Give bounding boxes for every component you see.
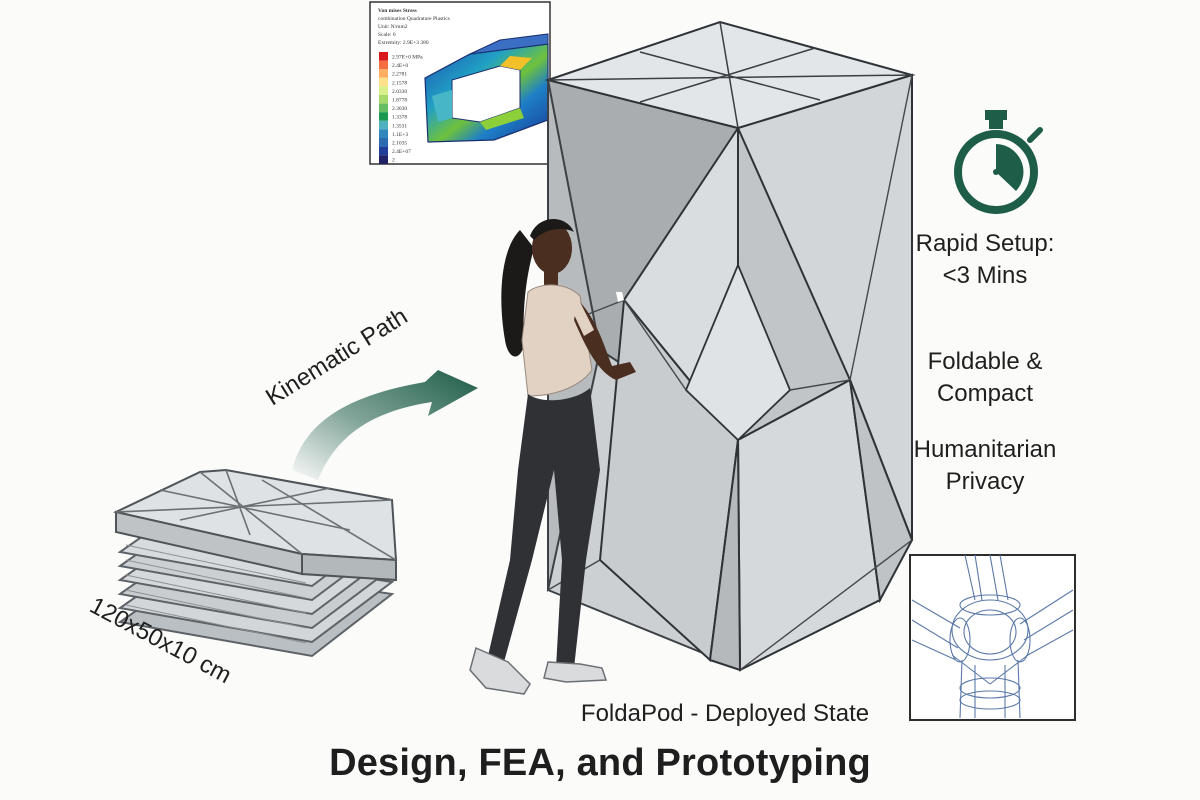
fea-header-line: 1.3531 — [392, 123, 407, 129]
fea-legend-swatch — [379, 155, 388, 164]
fea-header-line: 2.1578 — [392, 80, 407, 86]
foldable-line-1: Foldable & — [927, 348, 1043, 375]
fea-header-line: 1.8778 — [392, 98, 407, 104]
stopwatch-icon — [954, 110, 1043, 214]
humanitarian-line-1: Humanitarian — [913, 436, 1057, 463]
page-title: Design, FEA, and Prototyping — [329, 742, 871, 784]
fea-legend-swatch — [379, 120, 388, 130]
curved-arrow-icon — [292, 370, 478, 480]
fea-legend-swatch — [379, 138, 388, 147]
fea-header-line: Unit: N/mm2 — [378, 24, 408, 30]
rapid-setup-line-2: <3 Mins — [942, 262, 1028, 289]
fea-legend-swatch — [379, 77, 388, 87]
joint-wireframe-figure — [909, 554, 1076, 721]
fea-header-line: 2.4E+07 — [392, 149, 411, 155]
person-figure — [469, 218, 636, 695]
fea-legend-swatch — [379, 95, 388, 104]
fea-header-line: 1.3378 — [392, 115, 407, 121]
fea-legend-swatch — [379, 52, 388, 61]
fea-legend-swatch — [379, 86, 388, 95]
fea-header-line: combination Quadrature Plastics — [378, 16, 450, 22]
fea-header-line: 2.0330 — [392, 89, 407, 95]
foldable-callout: Foldable & Compact — [900, 346, 1070, 410]
deployed-state-caption: FoldaPod - Deployed State — [580, 700, 870, 727]
fea-legend-swatch — [379, 103, 388, 113]
fea-legend-swatch — [379, 146, 388, 156]
fea-header-line: Von mises Stress — [378, 8, 417, 14]
fea-legend-swatch — [379, 60, 388, 70]
fea-header-line: 2.2781 — [392, 72, 407, 78]
folded-stack-figure — [112, 468, 398, 658]
fea-header-line: 1.1E+3 — [392, 132, 408, 138]
fea-header-line: Extremity: 2.9E+3 380 — [378, 40, 429, 46]
fea-header-line: 2.4E+0 — [392, 63, 408, 69]
fea-header-line: 2.1035 — [392, 141, 407, 147]
fea-header-line: 2.97E+0 MPa — [392, 55, 423, 61]
fea-header-line: 2 — [392, 158, 395, 164]
foldable-line-2: Compact — [936, 380, 1034, 407]
fea-header-line: 2.3030 — [392, 106, 407, 112]
fea-legend-swatch — [379, 69, 388, 78]
fea-legend-swatch — [379, 112, 388, 121]
fea-legend-swatch — [379, 129, 388, 138]
rapid-setup-callout: Rapid Setup: <3 Mins — [900, 228, 1070, 292]
fea-inset-figure: Von mises Stress combination Quadrature … — [369, 1, 551, 165]
pod-figure — [544, 20, 916, 672]
humanitarian-line-2: Privacy — [945, 468, 1025, 495]
rapid-setup-line-1: Rapid Setup: — [915, 230, 1055, 257]
humanitarian-callout: Humanitarian Privacy — [890, 434, 1080, 498]
fea-header-line: Scale: 0 — [378, 32, 396, 38]
